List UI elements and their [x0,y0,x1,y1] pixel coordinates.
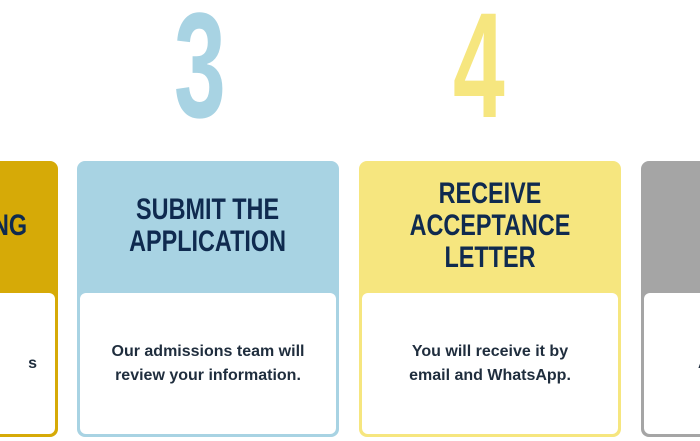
step-card-3: SUBMIT THE APPLICATION Our admissions te… [77,161,339,437]
step-card-4-description: You will receive it by email and WhatsAp… [409,342,571,384]
step-card-2: NG s [0,161,58,437]
step-card-2-body: s [0,293,55,434]
step-card-3-description: Our admissions team will review your inf… [111,342,305,384]
step-card-2-header: NG [0,161,58,291]
step-card-4-title: RECEIVE ACCEPTANCE LETTER [409,177,571,274]
step-card-3-title: SUBMIT THE APPLICATION [129,193,287,258]
step-card-4-body: You will receive it by email and WhatsAp… [362,293,618,434]
step-card-3-header: SUBMIT THE APPLICATION [77,161,339,291]
step-card-5-body: A [644,293,700,434]
step-card-2-title: NG [0,209,28,242]
step-card-5-header [641,161,700,291]
step-card-5: A [641,161,700,437]
step-number-4: 4 [453,0,505,149]
step-number-3: 3 [174,0,226,149]
step-card-3-body: Our admissions team will review your inf… [80,293,336,434]
step-card-5-description: A [644,352,700,376]
step-card-2-description: s [28,354,37,372]
step-card-4-header: RECEIVE ACCEPTANCE LETTER [359,161,621,291]
step-card-4: RECEIVE ACCEPTANCE LETTER You will recei… [359,161,621,437]
